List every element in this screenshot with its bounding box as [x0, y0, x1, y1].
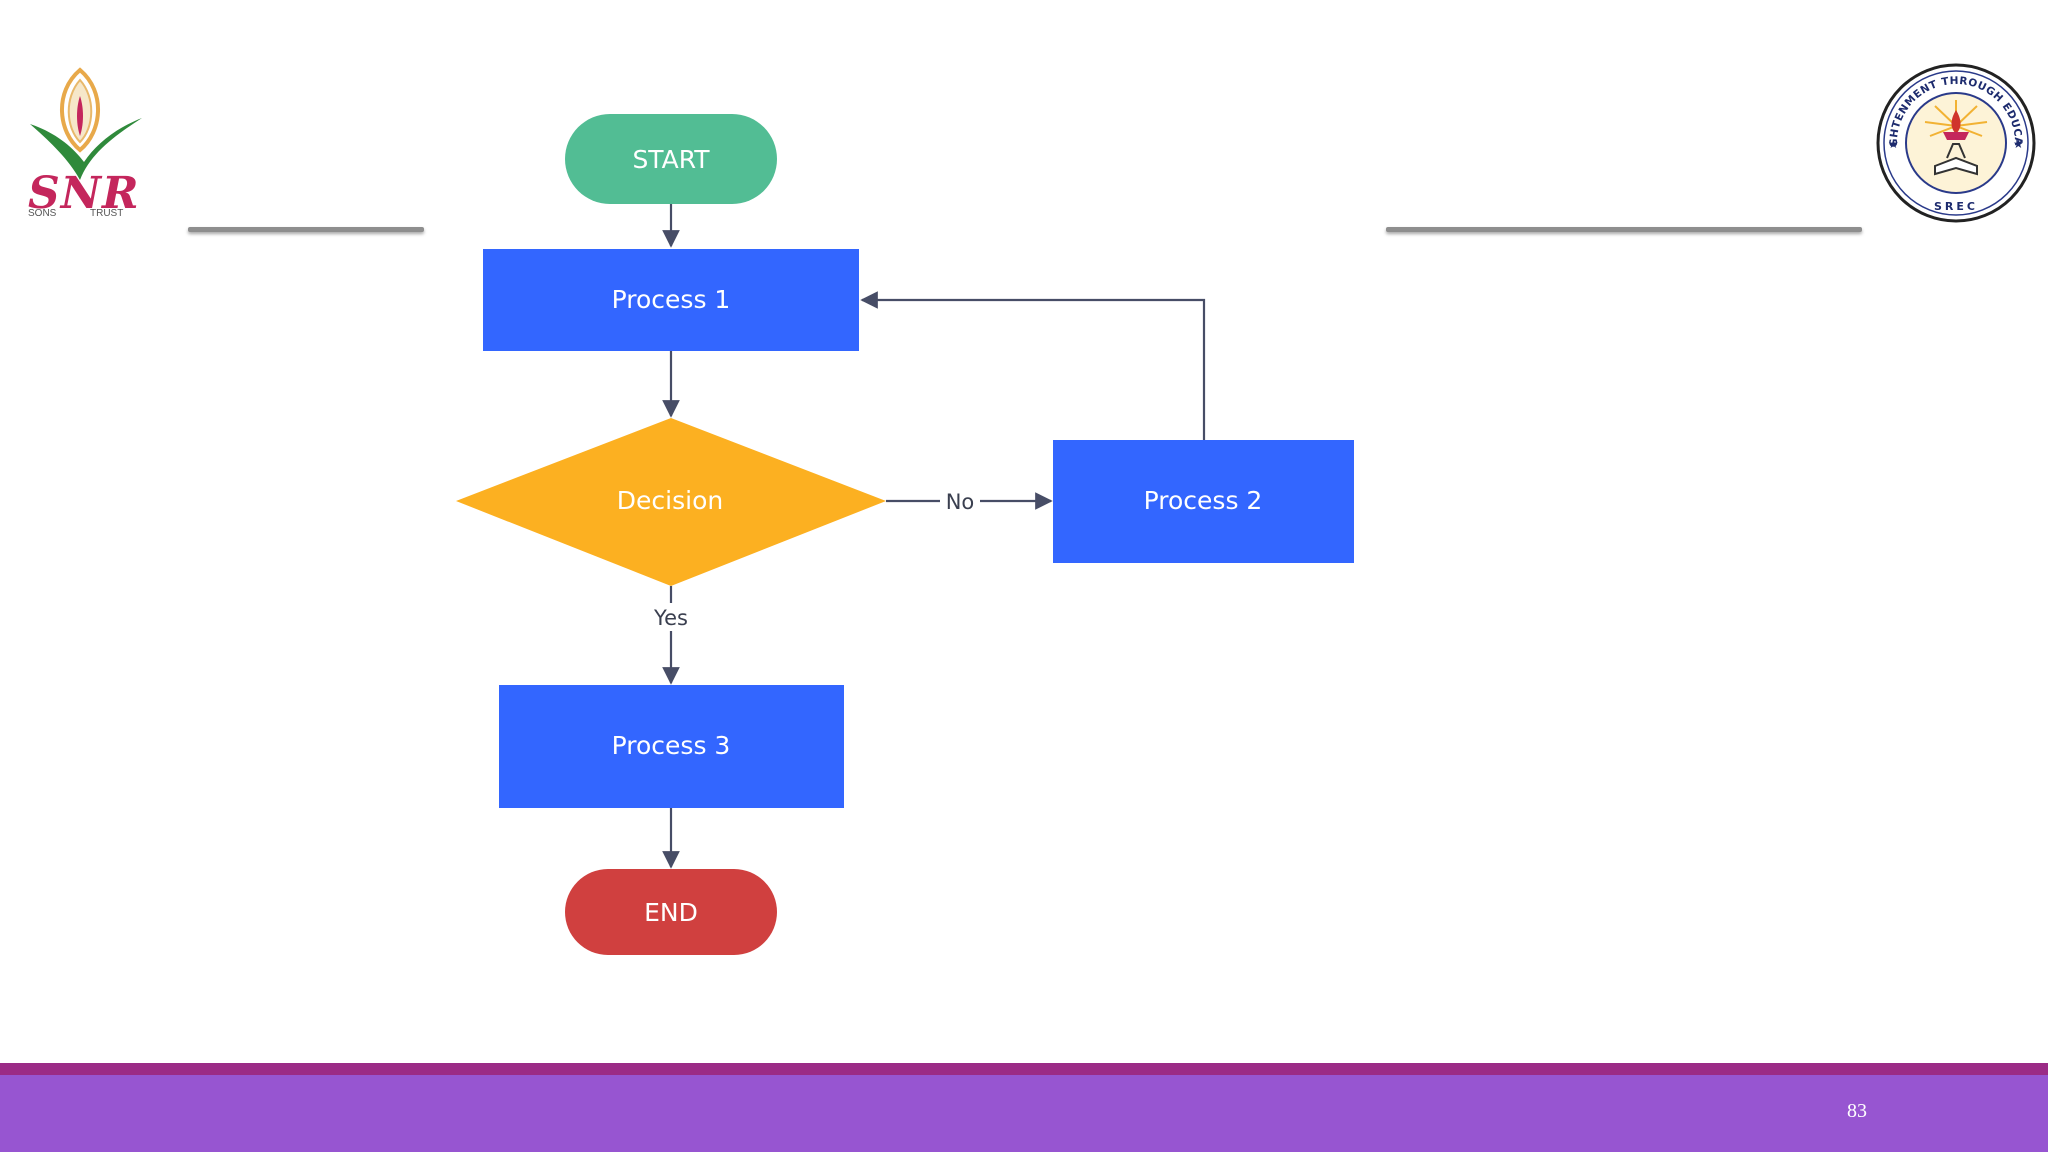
snr-logo	[30, 67, 142, 180]
node-process1-label: Process 1	[612, 285, 731, 314]
node-process1	[483, 249, 859, 351]
edge-label-yes: Yes	[653, 606, 688, 630]
edge-label-no: No	[946, 490, 975, 514]
snr-logo-text: SNR	[28, 168, 140, 219]
svg-text:★: ★	[2013, 137, 2024, 151]
snr-logo-sub-right: TRUST	[90, 208, 124, 219]
node-process3	[499, 685, 844, 808]
page-number: 83	[1847, 1100, 1867, 1122]
footer-bar	[0, 1075, 2048, 1152]
node-start-label: START	[632, 145, 710, 174]
node-decision-label: Decision	[617, 486, 723, 515]
footer-stripe	[0, 1063, 2048, 1075]
snr-logo-sub-left: SONS	[28, 208, 57, 219]
node-process2	[1053, 440, 1354, 563]
header-rule-left	[188, 227, 424, 232]
node-end-label: END	[644, 898, 698, 927]
edge-process2-to-process1	[860, 291, 1206, 440]
node-process3-label: Process 3	[612, 731, 731, 760]
header-rule-right	[1386, 227, 1862, 232]
svg-text:★: ★	[1888, 137, 1899, 151]
node-end	[565, 869, 777, 955]
edge-label-no-bg	[940, 487, 980, 515]
srec-seal-logo: ENLIGHTENMENT THROUGH EDUCATION SREC ★ ★	[1875, 62, 2036, 223]
edge-label-yes-bg	[645, 603, 697, 631]
node-decision	[456, 418, 886, 586]
node-start	[565, 114, 777, 204]
node-process2-label: Process 2	[1144, 486, 1263, 515]
srec-bottom-text: SREC	[1934, 200, 1978, 213]
